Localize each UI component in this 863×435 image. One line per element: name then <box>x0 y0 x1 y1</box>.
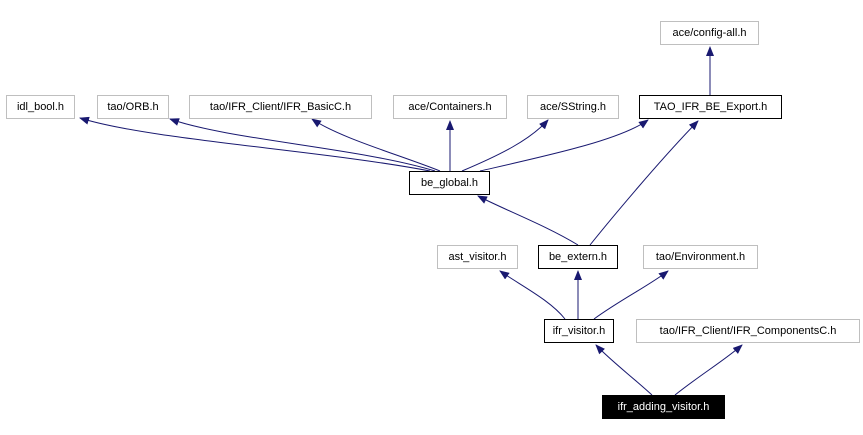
node-ast-visitor[interactable]: ast_visitor.h <box>437 245 518 269</box>
node-ifr-basicc[interactable]: tao/IFR_Client/IFR_BasicC.h <box>189 95 372 119</box>
node-tao-environment[interactable]: tao/Environment.h <box>643 245 758 269</box>
node-config-all[interactable]: ace/config-all.h <box>660 21 759 45</box>
node-tao-ifr-be-export[interactable]: TAO_IFR_BE_Export.h <box>639 95 782 119</box>
node-be-global[interactable]: be_global.h <box>409 171 490 195</box>
node-ifr-visitor[interactable]: ifr_visitor.h <box>544 319 614 343</box>
edge-be-global-to-ace-sstring <box>461 119 549 172</box>
edge-be-global-to-tao-ifr-be-export <box>479 119 649 172</box>
edge-be-extern-to-tao-ifr-be-export <box>589 120 699 246</box>
node-be-extern[interactable]: be_extern.h <box>538 245 618 269</box>
edge-ifr-adding-visitor-to-ifr-visitor <box>595 344 653 396</box>
node-idl-bool[interactable]: idl_bool.h <box>6 95 75 119</box>
node-ifr-componentsc[interactable]: tao/IFR_Client/IFR_ComponentsC.h <box>636 319 860 343</box>
edge-ifr-adding-visitor-to-ifr-componentsc <box>674 344 743 396</box>
edge-be-global-to-tao-orb <box>169 118 436 172</box>
edge-be-global-to-ifr-basicc <box>311 118 441 172</box>
node-ace-sstring[interactable]: ace/SString.h <box>527 95 619 119</box>
node-ace-containers[interactable]: ace/Containers.h <box>393 95 507 119</box>
edge-be-global-to-idl-bool <box>79 116 431 172</box>
edge-ifr-visitor-to-ast-visitor <box>499 270 566 320</box>
edge-be-extern-to-be-global <box>477 195 579 246</box>
node-ifr-adding-visitor: ifr_adding_visitor.h <box>602 395 725 419</box>
edge-ifr-visitor-to-tao-environment <box>593 270 669 320</box>
node-tao-orb[interactable]: tao/ORB.h <box>97 95 169 119</box>
